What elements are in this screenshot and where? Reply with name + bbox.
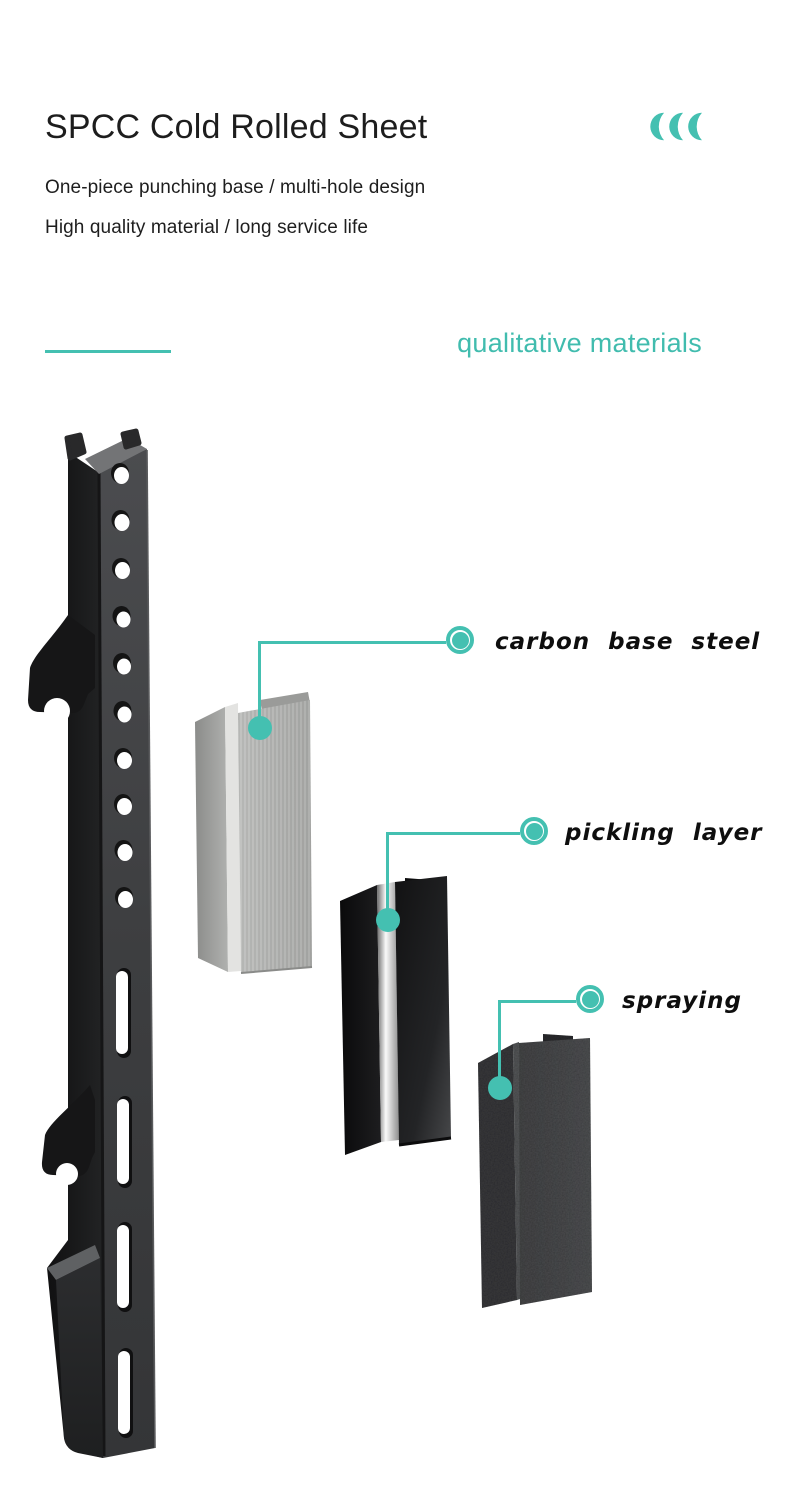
callout-ring-icon [446,626,474,654]
subtitle-line-2: High quality material / long service lif… [45,217,369,238]
callout-label-carbon-base-steel: carbon base steel [495,629,761,655]
section-heading: qualitative materials [457,328,702,358]
accent-rule [45,350,171,353]
spraying-piece-image [478,1034,592,1308]
bracket-slots [116,968,133,1438]
callout-label-spraying: spraying [622,988,743,1014]
callout-connector-spraying [498,1000,576,1088]
callout-ring-icon [520,817,548,845]
callout-anchor-dot [488,1076,512,1100]
callout-ring-dot [451,631,469,649]
callout-anchor-dot [248,716,272,740]
callout-label-pickling-layer: pickling layer [565,820,763,846]
carbon-base-steel-piece-image [195,692,313,974]
bracket-product-image [28,428,156,1458]
callout-connector-pickling-layer [386,832,520,920]
subtitle-line-1: One-piece punching base / multi-hole des… [45,177,426,198]
callout-ring-dot [581,990,599,1008]
bracket-holes [111,463,133,908]
callout-anchor-dot [376,908,400,932]
pickling-layer-piece-image [340,876,452,1155]
callout-connector-carbon-base-steel [258,641,446,728]
page-title: SPCC Cold Rolled Sheet [45,108,428,146]
callout-ring-icon [576,985,604,1013]
triple-crescent-icon [650,112,702,141]
callout-ring-dot [525,822,543,840]
